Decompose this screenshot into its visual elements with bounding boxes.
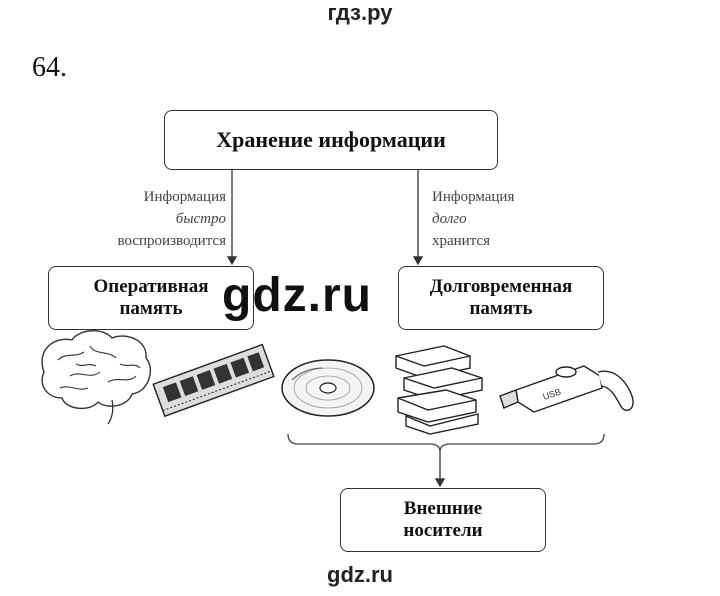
- node-operative-line1: Оперативная: [93, 276, 209, 297]
- node-longterm-memory: Долговременная память: [398, 266, 604, 330]
- node-top-label: Хранение информации: [216, 127, 446, 152]
- node-longterm-line1: Долговременная: [429, 276, 573, 297]
- node-longterm-line2: память: [469, 298, 533, 319]
- edge-right-line2: долго: [432, 211, 467, 227]
- books-icon: [395, 345, 483, 435]
- brace: [287, 433, 605, 453]
- edge-left-line1: Информация: [143, 189, 226, 205]
- task-number: 64.: [32, 52, 67, 83]
- node-operative-line2: память: [119, 298, 183, 319]
- cd-disc-icon: [281, 359, 375, 417]
- ram-module-icon: [152, 343, 275, 418]
- site-footer: gdz.ru: [327, 562, 393, 587]
- brain-icon: [41, 330, 151, 425]
- watermark: gdz.ru: [222, 269, 372, 322]
- site-header: гдз.ру: [327, 0, 393, 25]
- edge-left-line2: быстро: [175, 211, 226, 227]
- edge-right-line1: Информация: [432, 189, 515, 205]
- node-operative-memory: Оперативная память: [48, 266, 254, 330]
- node-external-line2: носители: [403, 520, 483, 541]
- usb-flash-icon: USB: [499, 365, 634, 413]
- edge-left-line3: воспроизводится: [117, 233, 227, 249]
- edge-label-left: Информация быстро воспроизводится: [60, 186, 227, 252]
- node-external-line1: Внешние: [403, 498, 483, 519]
- node-information-storage: Хранение информации: [164, 110, 498, 170]
- edge-label-right: Информация долго хранится: [432, 186, 602, 252]
- edge-right-line3: хранится: [432, 233, 491, 249]
- node-external-media: Внешние носители: [340, 488, 546, 552]
